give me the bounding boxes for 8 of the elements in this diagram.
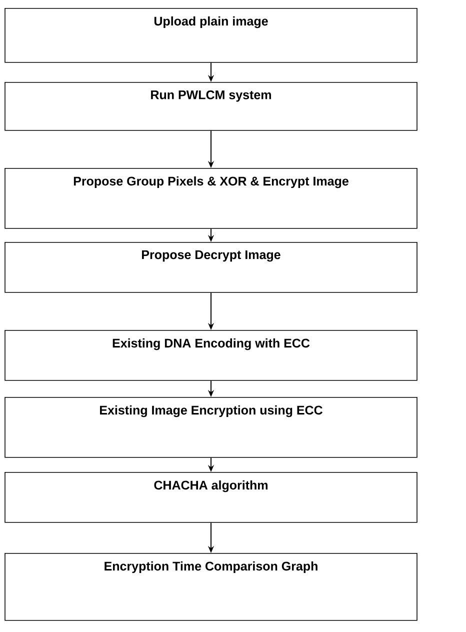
process-box: Upload plain image [4,8,418,63]
process-box: Propose Decrypt Image [4,242,418,293]
process-box: Encryption Time Comparison Graph [4,553,418,621]
process-box: Existing DNA Encoding with ECC [4,330,418,381]
process-box: Propose Group Pixels & XOR & Encrypt Image [4,168,418,229]
process-box: Run PWLCM system [4,82,418,131]
process-box: CHACHA algorithm [4,472,418,523]
process-box: Existing Image Encryption using ECC [4,397,418,458]
